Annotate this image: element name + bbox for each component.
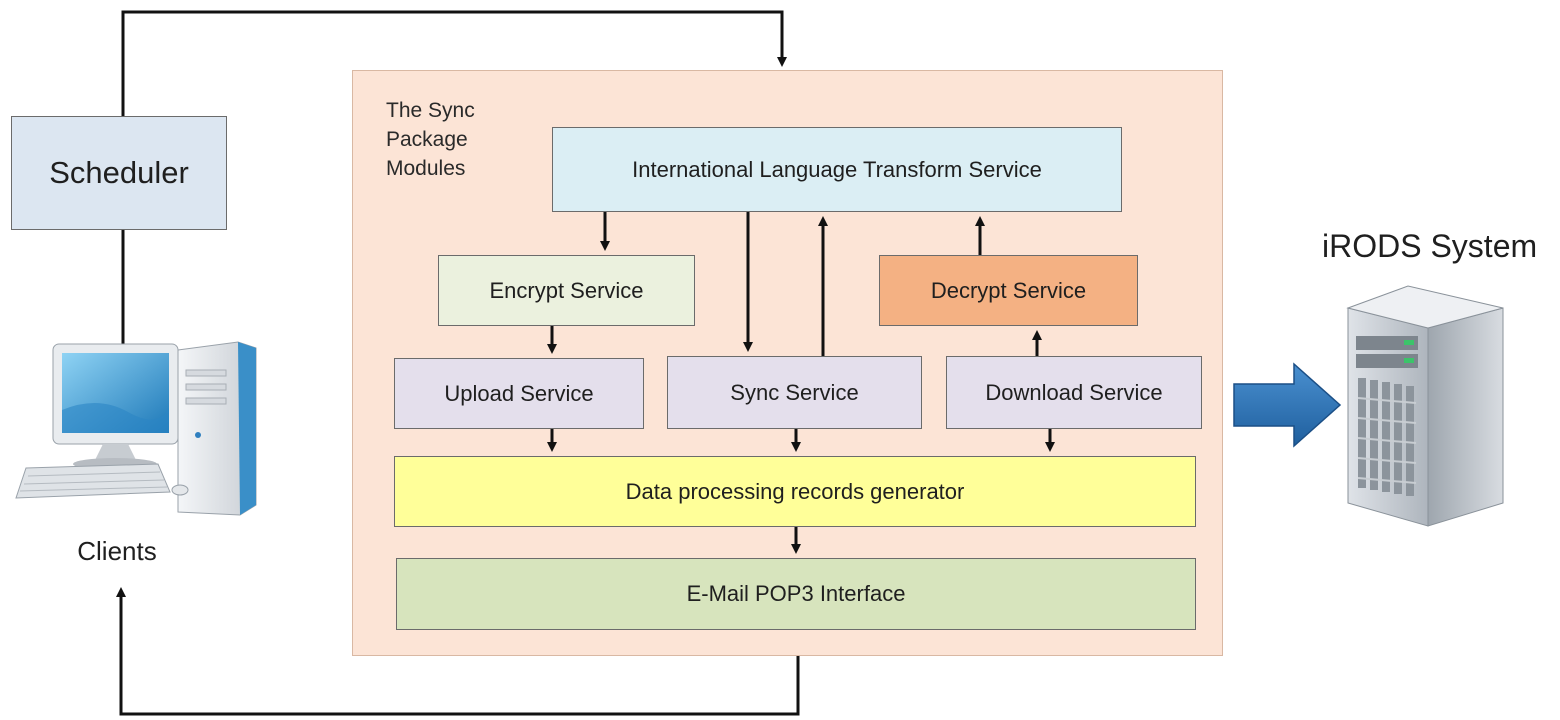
- desktop-computer-icon: [8, 340, 263, 520]
- sync-service-box: Sync Service: [667, 356, 922, 429]
- international-language-transform-service-box: International Language Transform Service: [552, 127, 1122, 212]
- encrypt-service-box: Encrypt Service: [438, 255, 695, 326]
- upload-service-box: Upload Service: [394, 358, 644, 429]
- email-pop3-interface-box: E-Mail POP3 Interface: [396, 558, 1196, 630]
- decrypt-service-box: Decrypt Service: [879, 255, 1138, 326]
- email-to-clients-connector: [116, 587, 800, 716]
- clients-label: Clients: [77, 536, 157, 566]
- scheduler-to-frame-connector: [121, 10, 787, 116]
- right-arrow-icon: [1232, 362, 1342, 448]
- server-tower-icon: [1338, 278, 1513, 528]
- frame-label: The Sync Package Modules: [386, 99, 475, 180]
- download-service-box: Download Service: [946, 356, 1202, 429]
- scheduler-box: Scheduler: [11, 116, 227, 230]
- data-processing-records-generator-box: Data processing records generator: [394, 456, 1196, 527]
- irods-system-label: iRODS System: [1322, 228, 1538, 264]
